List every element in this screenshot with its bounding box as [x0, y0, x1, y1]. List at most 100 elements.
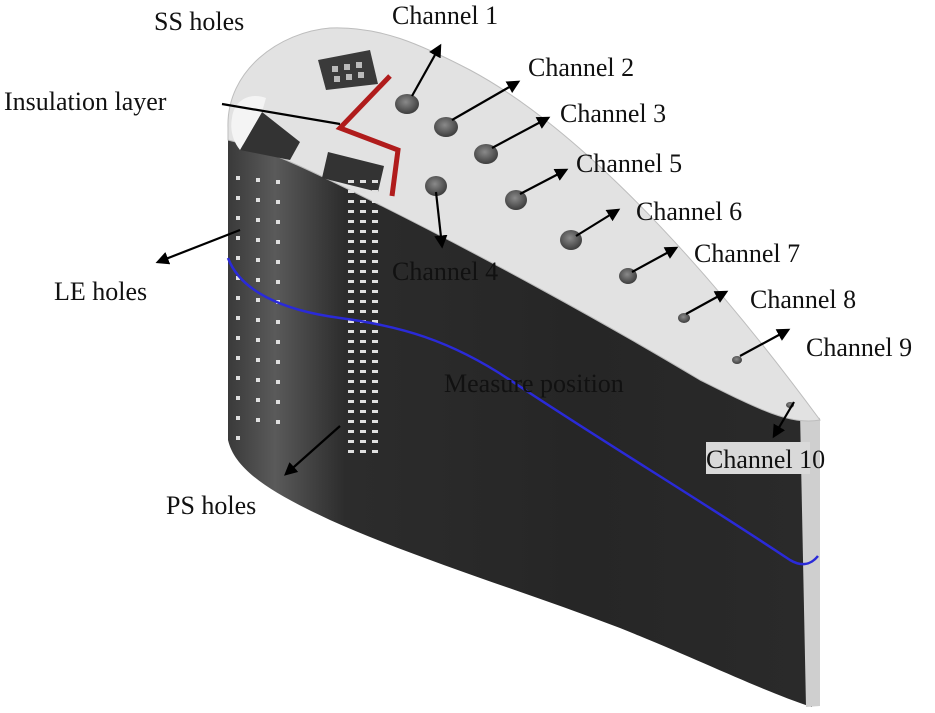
channel-5-hole [505, 190, 527, 210]
le-hole [256, 278, 260, 282]
ps-hole [372, 240, 378, 243]
label-channel-2: Channel 2 [528, 53, 634, 82]
le-hole [256, 358, 260, 362]
channel-6-hole [560, 230, 582, 250]
le-hole [276, 220, 280, 224]
ps-hole [348, 440, 354, 443]
ps-hole [360, 210, 366, 213]
leader-lines [155, 43, 795, 476]
le-holes-arrow [155, 228, 241, 265]
ps-hole [348, 330, 354, 333]
ps-hole [348, 240, 354, 243]
ps-hole [360, 350, 366, 353]
ps-hole [348, 360, 354, 363]
le-hole [276, 320, 280, 324]
insulation-layer [335, 74, 401, 197]
label-channel-5: Channel 5 [576, 149, 682, 178]
label-channel-3: Channel 3 [560, 99, 666, 128]
le-hole [256, 338, 260, 342]
ps-hole [348, 390, 354, 393]
le-hole [276, 180, 280, 184]
ps-hole [360, 360, 366, 363]
ps-hole [372, 330, 378, 333]
ps-hole [360, 440, 366, 443]
le-hole [276, 200, 280, 204]
ps-hole [360, 240, 366, 243]
ps-hole [372, 440, 378, 443]
label-insulation-layer: Insulation layer [4, 87, 167, 116]
channel-10-arrow [772, 401, 795, 439]
le-hole [236, 216, 240, 220]
ps-hole [348, 430, 354, 433]
le-hole [236, 416, 240, 420]
ps-hole [348, 260, 354, 263]
le-hole [276, 360, 280, 364]
ps-hole [372, 430, 378, 433]
ps-holes-arrow [284, 425, 341, 476]
le-hole [236, 396, 240, 400]
ps-hole [372, 410, 378, 413]
le-hole [276, 420, 280, 424]
channel-1-arrow [411, 43, 442, 97]
channel-1-hole [395, 94, 419, 114]
le-holes-pattern [236, 176, 280, 440]
ps-hole [360, 180, 366, 183]
ps-hole [372, 220, 378, 223]
le-hole [276, 240, 280, 244]
ps-hole [372, 260, 378, 263]
le-hole [236, 436, 240, 440]
le-cavity [240, 112, 300, 160]
ps-hole [360, 330, 366, 333]
ps-hole [348, 340, 354, 343]
label-le-holes: LE holes [54, 277, 147, 306]
label-channel-8: Channel 8 [750, 285, 856, 314]
channel-4-hole [425, 176, 447, 196]
ps-hole [348, 410, 354, 413]
ps-hole [360, 400, 366, 403]
ps-holes-pattern [348, 180, 378, 453]
ps-hole [348, 190, 354, 193]
ps-hole [372, 350, 378, 353]
ps-hole [372, 230, 378, 233]
le-hole [236, 376, 240, 380]
channel-5-arrow [519, 168, 569, 195]
ps-hole [360, 370, 366, 373]
ps-hole [348, 220, 354, 223]
ps-hole [348, 370, 354, 373]
ps-hole [360, 300, 366, 303]
le-hole [256, 258, 260, 262]
label-ss-holes: SS holes [154, 7, 244, 36]
le-hole [276, 340, 280, 344]
ps-hole [372, 380, 378, 383]
le-hole [256, 378, 260, 382]
ps-hole [360, 190, 366, 193]
ps-hole [360, 200, 366, 203]
ps-hole [360, 390, 366, 393]
mid-cavity [322, 152, 384, 192]
ps-hole [360, 260, 366, 263]
le-hole [256, 238, 260, 242]
label-channel-7: Channel 7 [694, 239, 800, 268]
ps-hole [348, 310, 354, 313]
label-channel-10: Channel 10 [706, 445, 825, 474]
le-hole [256, 418, 260, 422]
ps-hole [372, 180, 378, 183]
ps-hole [348, 270, 354, 273]
ss-hole-dots [332, 62, 364, 82]
le-hole [236, 316, 240, 320]
le-hole [236, 336, 240, 340]
ps-hole [348, 290, 354, 293]
le-hole [256, 198, 260, 202]
ps-hole [372, 420, 378, 423]
channel-8-hole [678, 313, 690, 323]
ps-hole [360, 280, 366, 283]
ps-hole [372, 340, 378, 343]
le-hole [256, 178, 260, 182]
channel-3-hole [474, 144, 498, 164]
label-ps-holes: PS holes [166, 491, 256, 520]
ps-hole [372, 390, 378, 393]
ps-hole [360, 410, 366, 413]
ps-hole [348, 210, 354, 213]
le-hole [236, 236, 240, 240]
insulation-leader [221, 102, 341, 126]
